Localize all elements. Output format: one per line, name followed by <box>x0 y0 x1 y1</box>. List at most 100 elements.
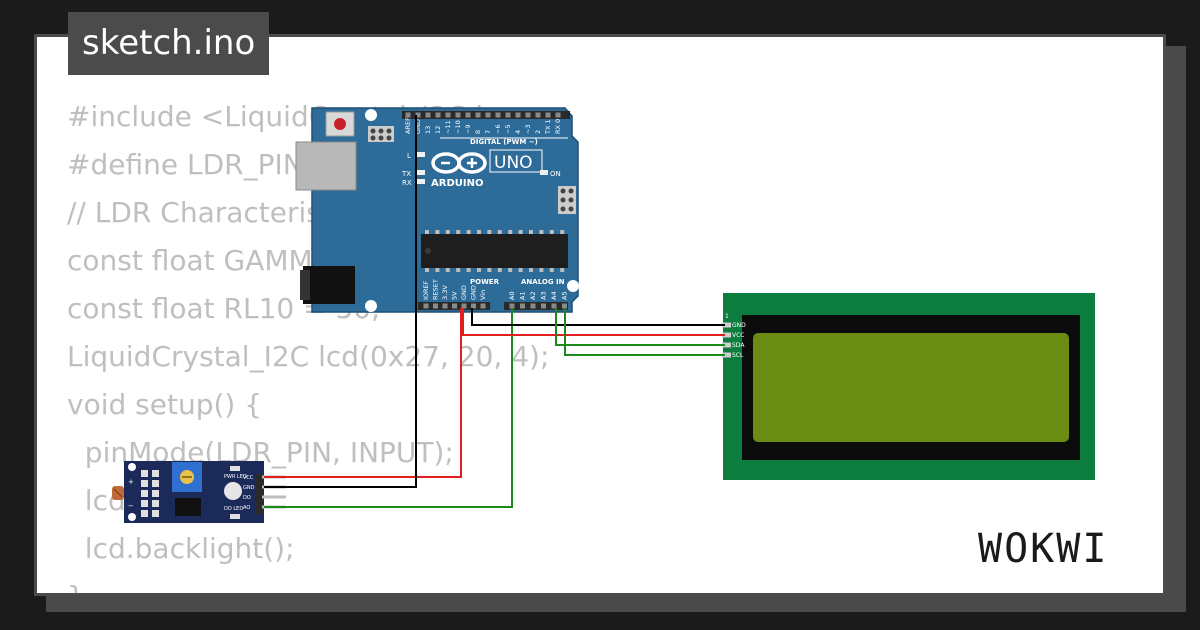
icsp-header <box>368 126 394 142</box>
lcd-pin[interactable] <box>722 332 731 338</box>
code-line: } <box>67 573 549 593</box>
digital-pin-label: ~11 <box>444 120 452 134</box>
power-pin-label: GND <box>460 285 468 300</box>
lcd-screen <box>753 333 1069 442</box>
lcd-pin[interactable] <box>722 352 731 358</box>
digital-pin-holes <box>405 112 561 118</box>
power-pin[interactable] <box>461 303 467 309</box>
power-pin-label: 3.3V <box>441 285 449 300</box>
sketch-title: sketch.ino <box>68 12 270 75</box>
mount-hole <box>567 280 579 292</box>
wire-lcd-gnd[interactable] <box>471 308 725 326</box>
digital-pin[interactable] <box>515 112 521 118</box>
analog-pin[interactable] <box>551 303 557 309</box>
status-leds <box>417 152 548 184</box>
digital-pin[interactable] <box>535 112 541 118</box>
analog-pin[interactable] <box>541 303 546 309</box>
digital-pin-label: 8 <box>474 130 482 134</box>
chip-pins <box>425 230 565 272</box>
led-label-rx: RX <box>402 179 412 187</box>
digital-pin[interactable] <box>405 112 411 118</box>
power-pin[interactable] <box>452 303 457 309</box>
digital-pin-label: TX 1 <box>544 119 552 135</box>
pwr-led-label: PWR LED <box>224 474 247 480</box>
arduino-logo-text: ARDUINO <box>431 178 483 189</box>
capacitor <box>224 482 242 500</box>
power-label: POWER <box>470 278 500 286</box>
do-led <box>230 514 240 519</box>
digital-pin[interactable] <box>475 112 481 118</box>
uno-label: UNO <box>494 153 533 173</box>
analog-pin-label: A4 <box>550 291 558 300</box>
analog-pin[interactable] <box>509 303 515 309</box>
power-pin-label: RESET <box>432 279 440 300</box>
mount-hole <box>365 109 377 121</box>
analog-pin[interactable] <box>520 303 525 309</box>
comparator-chip <box>175 498 201 516</box>
ldr-pin[interactable] <box>262 495 286 499</box>
digital-pin[interactable] <box>485 112 491 118</box>
analog-pin-label: A1 <box>519 291 527 300</box>
arduino-logo <box>431 152 487 174</box>
bottom-pin-holes <box>423 303 567 309</box>
lcd-pin[interactable] <box>722 342 731 348</box>
pwr-led <box>230 466 240 471</box>
ldr-pin-label: VCC <box>243 475 254 481</box>
digital-pin-label: ~3 <box>524 124 532 134</box>
icsp-header-right <box>558 186 576 214</box>
digital-pin[interactable] <box>435 112 441 118</box>
digital-pin[interactable] <box>465 112 471 118</box>
digital-pin[interactable] <box>445 112 451 118</box>
lcd-pin[interactable] <box>722 322 731 328</box>
power-pin[interactable] <box>471 303 476 309</box>
ldr-pads <box>141 470 159 517</box>
power-jack-tip <box>300 270 310 300</box>
digital-pin[interactable] <box>525 112 531 118</box>
digital-pin-label: ~9 <box>464 124 472 134</box>
lcd-pin-label: GND <box>732 322 746 329</box>
digital-pin[interactable] <box>455 112 461 118</box>
wire-lcd-vcc[interactable] <box>462 308 725 336</box>
power-pin[interactable] <box>423 303 429 309</box>
chip-notch <box>425 248 431 254</box>
digital-label: DIGITAL (PWM ~) <box>470 138 538 146</box>
ldr-pin-header <box>256 474 264 514</box>
wire-lcd-scl[interactable] <box>564 308 725 356</box>
power-jack <box>303 266 355 304</box>
ldr-mount-hole <box>128 463 136 471</box>
lcd-pin-one: 1 <box>725 313 729 320</box>
power-pin[interactable] <box>442 303 448 309</box>
analog-pin[interactable] <box>562 303 567 309</box>
digital-pin[interactable] <box>545 112 551 118</box>
power-pin[interactable] <box>480 303 486 309</box>
wire-lcd-sda[interactable] <box>555 308 725 346</box>
on-label: ON <box>550 170 561 178</box>
analog-pin-label: A2 <box>529 291 537 300</box>
wire-ldr-gnd[interactable] <box>264 115 417 488</box>
wire-ldr-ao-a0[interactable] <box>264 308 513 508</box>
ldr-plus-mark: + <box>128 478 134 486</box>
digital-pin-label: ~6 <box>494 124 502 134</box>
digital-pin[interactable] <box>425 112 431 118</box>
analog-pin[interactable] <box>530 303 536 309</box>
do-led-label: DO LED <box>224 506 243 512</box>
digital-pin[interactable] <box>555 112 561 118</box>
power-pin[interactable] <box>433 303 438 309</box>
ldr-pin-label: DO <box>243 495 251 501</box>
digital-pin-label: GND <box>414 119 422 134</box>
digital-pin-label: 4 <box>514 130 522 134</box>
wires <box>264 115 725 508</box>
digital-pin-label: RX 0 <box>554 119 562 134</box>
digital-pin[interactable] <box>415 112 421 118</box>
digital-pin[interactable] <box>495 112 501 118</box>
wire-ldr-vcc-5v[interactable] <box>264 308 462 478</box>
analog-pin-label: A3 <box>540 291 548 300</box>
digital-pin[interactable] <box>505 112 511 118</box>
usb-connector <box>295 141 357 191</box>
